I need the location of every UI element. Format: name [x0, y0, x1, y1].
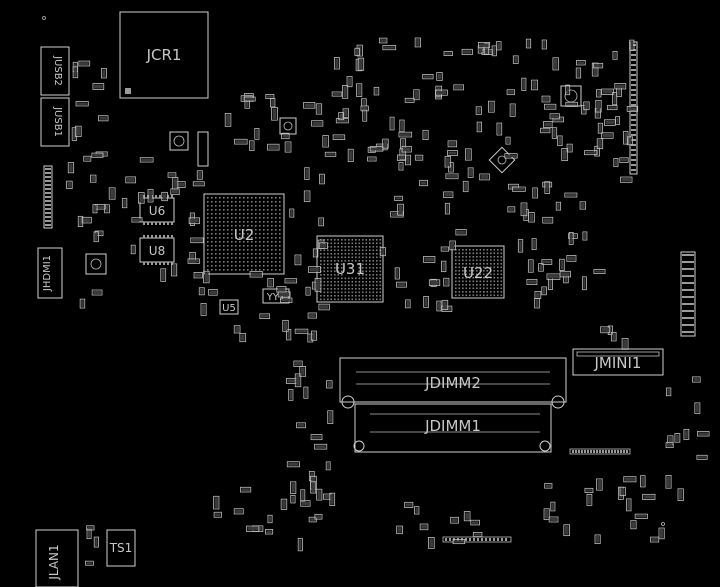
label-jcr1: JCR1	[146, 46, 182, 64]
connector-strip-left[interactable]	[43, 165, 53, 229]
connector-strip-bottom[interactable]	[569, 448, 631, 455]
passive-components	[66, 37, 710, 566]
label-jdimm2: JDIMM2	[424, 374, 481, 392]
round-ic-hdmi[interactable]	[85, 253, 107, 275]
component-jmini1[interactable]: JMINI1	[572, 348, 664, 376]
fiducial-mark	[42, 16, 46, 20]
label-u5: U5	[222, 303, 236, 314]
label-jmini1: JMINI1	[594, 354, 642, 372]
component-jlan1[interactable]: JLAN1	[35, 529, 79, 587]
round-ic-usb[interactable]	[169, 131, 189, 151]
round-ic-center[interactable]	[279, 117, 297, 135]
component-jusb2[interactable]: JUSB2	[40, 46, 70, 96]
label-jdimm1: JDIMM1	[424, 417, 481, 435]
component-jcr1[interactable]: JCR1	[119, 11, 209, 99]
component-u31[interactable]: U31	[316, 235, 384, 303]
component-u2[interactable]: U2	[203, 193, 285, 275]
component-ts1[interactable]: TS1	[106, 529, 136, 567]
label-ts1: TS1	[109, 541, 133, 555]
label-jhdmi1: JHDMI1	[42, 255, 53, 292]
label-yy1: YY1	[266, 292, 286, 303]
connector-right-mid[interactable]	[680, 251, 696, 337]
component-jusb1[interactable]: JUSB1	[40, 97, 70, 147]
label-u31: U31	[335, 260, 365, 278]
diamond-ic[interactable]	[488, 146, 516, 174]
label-u6: U6	[149, 204, 165, 218]
fiducial-mark	[661, 522, 665, 526]
component-jhdmi1[interactable]: JHDMI1	[37, 247, 63, 299]
connector-strip-bottom-center[interactable]	[442, 536, 512, 543]
label-jlan1: JLAN1	[47, 544, 61, 580]
label-u8: U8	[149, 244, 165, 258]
component-u5[interactable]: U5	[219, 299, 239, 315]
label-jusb2: JUSB2	[52, 55, 63, 86]
label-u2: U2	[234, 226, 255, 244]
component-u8[interactable]: U8	[139, 235, 175, 265]
component-u6[interactable]: U6	[139, 195, 175, 225]
label-jusb1: JUSB1	[52, 106, 63, 137]
tall-ic-left[interactable]	[197, 131, 209, 167]
component-jdimm1[interactable]: JDIMM1	[353, 403, 552, 453]
component-jdimm2[interactable]: JDIMM2	[339, 357, 567, 409]
component-yy1[interactable]: YY1	[262, 288, 290, 304]
round-ic-top-right[interactable]	[560, 85, 582, 107]
component-u22[interactable]: U22	[451, 245, 505, 299]
label-u22: U22	[463, 264, 493, 282]
